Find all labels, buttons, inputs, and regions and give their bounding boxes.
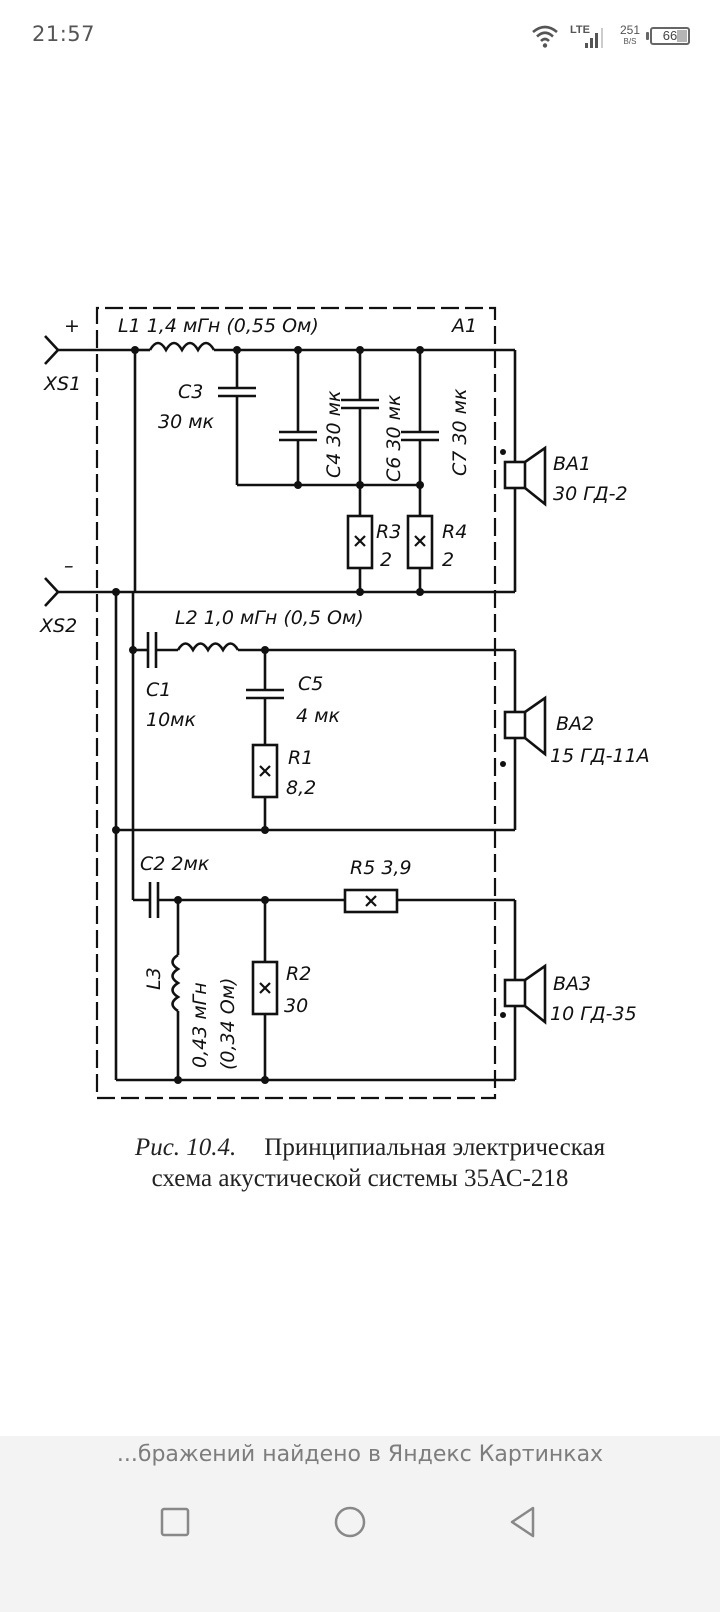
- c3-value: 30 мк: [158, 411, 215, 433]
- network-speed: 251 B/S: [619, 23, 640, 47]
- circle-icon: [334, 1506, 366, 1538]
- r2-value: 30: [284, 995, 308, 1017]
- xs1-label: XS1: [43, 373, 81, 395]
- ba3-speaker-icon: [503, 963, 547, 1025]
- r3-cross: [354, 535, 366, 547]
- l3-label: L3: [143, 967, 165, 990]
- r1-label: R1: [288, 747, 313, 769]
- circuit-schematic: + – XS1 XS2 L1 1,4 мГн (0,55 Ом) A1 C3 3…: [39, 306, 650, 1100]
- figure-caption: Рис. 10.4. Принципиальная электрическая с…: [0, 1132, 720, 1194]
- back-button[interactable]: [502, 1502, 542, 1542]
- wifi-icon: [532, 25, 558, 48]
- c2-label: C2 2мк: [140, 853, 210, 875]
- l1-inductor-symbol: [148, 341, 216, 353]
- ba2-speaker-icon: [503, 695, 547, 757]
- r1-value: 8,2: [286, 777, 316, 799]
- c5-label: C5: [298, 673, 323, 695]
- ba3-model: 10 ГД-35: [550, 1003, 637, 1025]
- r4-label: R4: [442, 521, 467, 543]
- xs1-connector-symbol: [44, 335, 60, 365]
- c6-label: C6 30 мк: [383, 394, 405, 482]
- ba1-speaker-icon: [503, 445, 547, 507]
- back-triangle-icon: [510, 1506, 535, 1538]
- a1-label: A1: [450, 315, 477, 337]
- figure-number: Рис. 10.4.: [134, 1134, 237, 1161]
- home-button[interactable]: [330, 1502, 370, 1542]
- c7-label: C7 30 мк: [449, 388, 471, 476]
- l2-inductor-symbol: [176, 642, 240, 653]
- status-time: 21:57: [32, 22, 96, 46]
- r5-cross: [365, 895, 377, 907]
- l1-label: L1 1,4 мГн (0,55 Ом): [118, 315, 319, 337]
- battery-fill: [677, 30, 687, 42]
- r1-cross: [259, 765, 271, 777]
- r4-value: 2: [442, 549, 454, 571]
- c1-value: 10мк: [146, 709, 197, 731]
- caption-line-1: Рис. 10.4. Принципиальная электрическая: [0, 1132, 720, 1163]
- l2-label: L2 1,0 мГн (0,5 Ом): [175, 607, 364, 629]
- c3-label: C3: [178, 381, 203, 403]
- r5-label: R5 3,9: [350, 857, 412, 879]
- ba1-model: 30 ГД-2: [553, 483, 628, 505]
- c4-label: C4 30 мк: [323, 390, 345, 478]
- ba1-label: BA1: [553, 453, 591, 475]
- a1-enclosure: [95, 306, 497, 1100]
- caption-title-part1: Принципиальная электрическая: [264, 1134, 606, 1161]
- r3-value: 2: [380, 549, 392, 571]
- r4-cross: [414, 535, 426, 547]
- l3-inductor-symbol: [171, 953, 181, 1013]
- xs2-label: XS2: [39, 615, 77, 637]
- battery-nub: [646, 32, 649, 40]
- c5-value: 4 мк: [296, 705, 340, 727]
- cellular-signal-icon: LTE: [570, 22, 610, 50]
- ba3-label: BA3: [553, 973, 591, 995]
- ba2-model: 15 ГД-11А: [550, 745, 650, 767]
- signal-bars-icon: [584, 28, 603, 48]
- battery-percent: 66: [662, 28, 678, 43]
- network-type: LTE: [569, 24, 590, 36]
- xs2-connector-symbol: [44, 577, 60, 607]
- c1-label: C1: [146, 679, 171, 701]
- network-speed-value: 251: [619, 23, 640, 37]
- ba2-label: BA2: [556, 713, 594, 735]
- plus-label: +: [64, 315, 80, 337]
- status-bar: 21:57 LTE 251 B/S 66: [0, 0, 720, 72]
- battery-icon: 66: [646, 27, 690, 45]
- square-icon: [160, 1507, 190, 1537]
- recents-button[interactable]: [155, 1502, 195, 1542]
- minus-label: –: [64, 555, 74, 577]
- r2-label: R2: [286, 963, 311, 985]
- bottom-panel: ...бражений найдено в Яндекс Картинках: [0, 1436, 720, 1612]
- caption-line-2: схема акустической системы 35АС-218: [151, 1165, 569, 1192]
- l3-resistance: (0,34 Ом): [217, 978, 239, 1070]
- network-speed-unit: B/S: [623, 37, 637, 46]
- l3-value: 0,43 мГн: [189, 982, 211, 1068]
- junction-dots: [112, 346, 506, 1084]
- status-icons: LTE 251 B/S 66: [530, 18, 690, 54]
- r3-label: R3: [376, 521, 401, 543]
- source-banner[interactable]: ...бражений найдено в Яндекс Картинках: [116, 1442, 604, 1467]
- r2-cross: [259, 982, 271, 994]
